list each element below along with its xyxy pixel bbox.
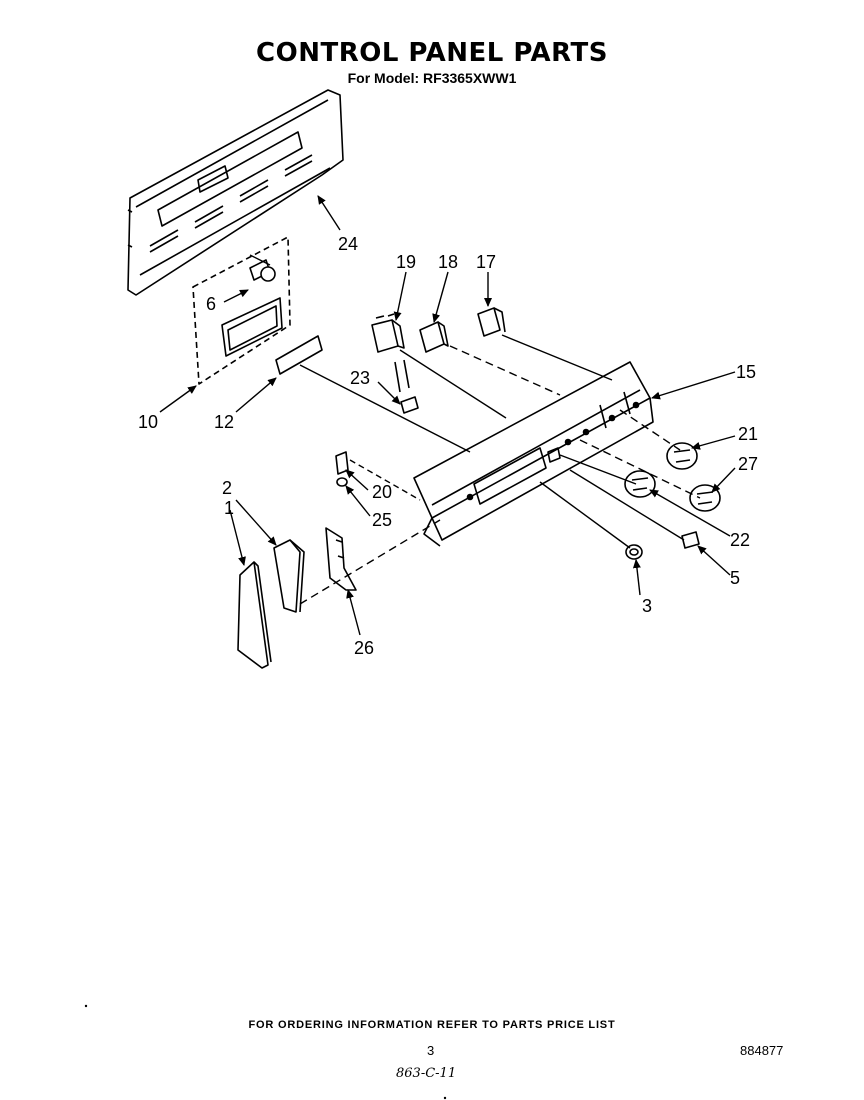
switch-17 (477, 307, 506, 337)
control-panel-15 (413, 361, 654, 547)
callout-24: 24 (338, 234, 358, 254)
callout-12: 12 (214, 412, 234, 432)
part-5 (681, 531, 700, 549)
speck (84, 1004, 88, 1008)
callout-2: 2 (222, 478, 232, 498)
callout-3: 3 (642, 596, 652, 616)
bracket-assembly (192, 236, 323, 385)
callout-27: 27 (738, 454, 758, 474)
document-number: 884877 (740, 1043, 784, 1058)
callout-22: 22 (730, 530, 750, 550)
callout-21: 21 (738, 424, 758, 444)
callout-1: 1 (224, 498, 234, 518)
alignment-lines (249, 254, 701, 605)
switch-19 (371, 313, 405, 353)
page-title: CONTROL PANEL PARTS (256, 38, 608, 68)
leader-arrows (159, 195, 736, 636)
callout-15: 15 (736, 362, 756, 382)
switch-18 (419, 321, 449, 353)
callout-19: 19 (396, 252, 416, 272)
part-3 (625, 544, 643, 560)
callout-17: 17 (476, 252, 496, 272)
callout-23: 23 (350, 368, 370, 388)
callout-25: 25 (372, 510, 392, 530)
callout-20: 20 (372, 482, 392, 502)
knob-22 (624, 470, 656, 498)
knob-21 (666, 442, 698, 470)
part-25 (336, 477, 348, 487)
end-bracket-2 (273, 539, 305, 613)
callout-18: 18 (438, 252, 458, 272)
model-subtitle: For Model: RF3365XWW1 (347, 70, 517, 86)
part-23 (394, 359, 419, 414)
callout-6: 6 (206, 294, 216, 314)
callout-26: 26 (354, 638, 374, 658)
end-bracket-1 (237, 561, 272, 669)
callout-labels: 24 19 18 17 6 15 23 10 12 21 27 2 1 20 2… (138, 234, 758, 658)
speck (443, 1096, 447, 1100)
callout-5: 5 (730, 568, 740, 588)
callout-10: 10 (138, 412, 158, 432)
page-number: 3 (427, 1043, 435, 1058)
rear-console-panel (127, 89, 344, 296)
end-bracket-26 (325, 527, 357, 591)
ordering-info: FOR ORDERING INFORMATION REFER TO PARTS … (248, 1019, 616, 1031)
handwritten-note: 863-C-11 (396, 1066, 457, 1081)
